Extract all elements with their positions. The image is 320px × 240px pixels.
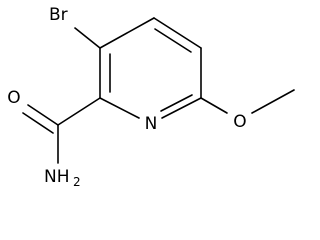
carbonyl-oxygen-label: O [7,88,20,108]
bond-c6-n1 [161,97,202,119]
amide-nitrogen-label: NH [44,167,70,187]
amide-subscript: 2 [73,175,81,189]
bond-c4-c5-inner [154,28,192,53]
bond-c3-c4 [99,17,155,49]
bond-c6-oether [200,97,228,114]
bond-c6-n1-inner [160,94,193,112]
ether-oxygen-label: O [233,112,246,132]
bromine-label: Br [49,5,68,25]
bond-oether-ch3 [251,89,295,114]
ring-nitrogen-label: N [145,114,158,134]
bond-c3-br [74,27,101,49]
bond-camide-o-b [22,112,54,134]
bond-n1-c2 [99,97,140,119]
bond-c2-camide [57,97,101,126]
bond-camide-o-a [27,104,59,126]
bond-c4-c5 [153,17,202,49]
molecule-structure: Br N O O NH 2 [7,5,295,189]
